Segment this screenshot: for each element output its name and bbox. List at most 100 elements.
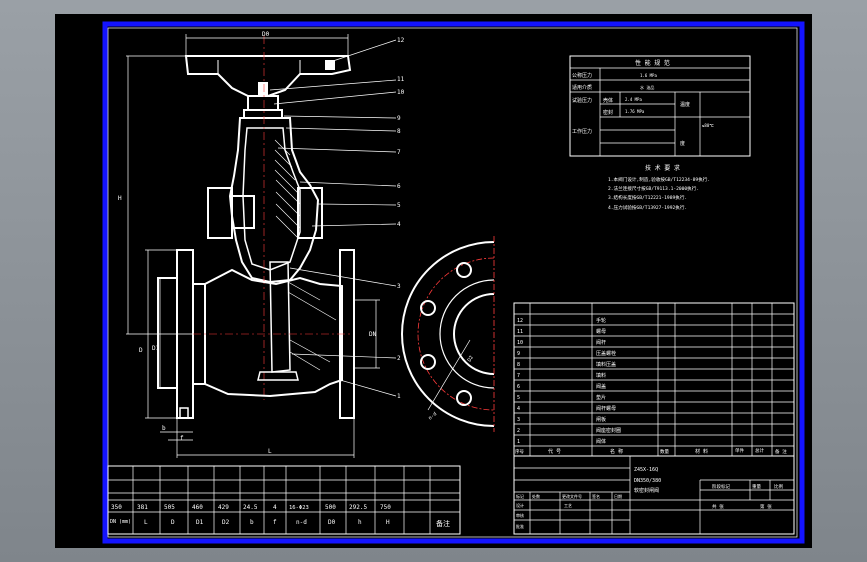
dim-hdr-b: b (250, 519, 254, 526)
tech-item-4: 4.压力试验按GB/T13927-1992执行. (608, 204, 687, 211)
parts-header-material: 材 料 (695, 448, 708, 455)
part-name-1: 阀体 (596, 438, 606, 445)
tb-stage: 阶段标记 (712, 483, 730, 490)
dim-val-l: 381 (137, 504, 148, 511)
tech-title: 技 术 要 求 (645, 164, 680, 172)
technical-requirements: 技 术 要 求 1.本阀门设计,制造,验收按GB/T12234-89执行. 2.… (608, 164, 710, 211)
perf-row1-value: 1.6 MPa (640, 73, 657, 78)
flange-dim-label: D2 (467, 355, 475, 363)
tech-item-1: 1.本阀门设计,制造,验收按GB/T12234-89执行. (608, 176, 710, 183)
perf-row4-right: ≤80℃ (702, 123, 714, 128)
perf-row3-value: 2.4 MPa (625, 97, 642, 102)
dim-val-dn: 350 (111, 504, 122, 511)
dim-val-d1: 460 (192, 504, 203, 511)
tb-model: Z45X-16Q (634, 467, 658, 473)
handwheel-nut (325, 60, 335, 70)
parts-list: 12 手轮 11 螺母 10 阀杆 9 压盖螺栓 8 填料压盖 7 填料 6 阀… (513, 302, 795, 457)
parts-header-total: 总计 (755, 447, 764, 454)
dim-hdr-dn: DN (mm) (110, 519, 131, 525)
dim-val-d0: 500 (325, 504, 336, 511)
tb-process: 工艺 (564, 503, 572, 508)
dim-dn-label: DN (369, 331, 377, 338)
dim-hdr-hh: H (386, 519, 390, 526)
balloon-2: 2 (397, 355, 401, 362)
perf-row5-label: 工作压力 (572, 128, 592, 135)
tb-name: 软密封闸阀 (634, 487, 659, 494)
tb-approve: 批准 (516, 523, 524, 529)
part-name-5: 垫片 (596, 394, 606, 401)
part-no-8: 8 (517, 362, 520, 368)
balloon-5: 5 (397, 202, 401, 209)
inner-border (107, 27, 798, 538)
balloon-8: 8 (397, 128, 401, 135)
handwheel (184, 55, 352, 97)
cad-viewport[interactable] (55, 14, 812, 548)
part-no-5: 5 (517, 395, 520, 401)
parts-header-note: 备 注 (775, 448, 787, 455)
perf-row3-right: 温度 (680, 101, 690, 108)
tb-spec: DN350/380 (634, 478, 661, 484)
tech-item-3: 3.结构长度按GB/T12221-1989执行. (608, 194, 687, 201)
part-name-3: 闸板 (596, 416, 606, 423)
dim-h-label: H (118, 195, 122, 202)
balloon-10: 10 (397, 89, 405, 96)
dim-table-note: 备注 (436, 519, 450, 528)
tb-label-count: 处数 (532, 493, 540, 499)
part-no-11: 11 (517, 329, 523, 335)
parts-header-qty: 数量 (660, 448, 669, 455)
dim-val-f: 4 (273, 504, 277, 511)
dim-hdr-d2: D2 (222, 519, 230, 526)
dim-val-hh: 750 (380, 504, 391, 511)
tb-label-sign: 签名 (592, 493, 600, 499)
part-no-2: 2 (517, 428, 520, 434)
perf-row2-value: 水 油品 (640, 84, 654, 90)
tb-check: 审核 (516, 512, 524, 518)
performance-table: 性 能 规 范 公称压力 1.6 MPa 适用介质 水 油品 试验压力 壳体 2… (569, 55, 751, 157)
flange-holes-label: n-d (427, 411, 438, 421)
parts-header-name: 名 称 (610, 448, 623, 455)
balloon-7: 7 (397, 149, 401, 156)
part-no-3: 3 (517, 417, 520, 423)
balloon-1: 1 (397, 393, 401, 400)
tb-weight: 重量 (752, 483, 761, 490)
valve-elevation: D0 H D D1 DN b f L (118, 31, 405, 458)
tb-label-mark: 标记 (516, 493, 524, 499)
perf-row4-sub: 密封 (603, 109, 613, 116)
dim-val-b: 24.5 (243, 504, 258, 511)
dim-f-label: f (180, 435, 184, 442)
parts-header-single: 单件 (735, 447, 744, 454)
dim-hdr-nd: n-d (296, 519, 307, 526)
part-name-8: 填料压盖 (596, 361, 616, 368)
perf-row3-sub: 壳体 (603, 97, 613, 104)
dim-b-label: b (162, 425, 166, 432)
parts-header-code: 代 号 (548, 448, 561, 455)
balloon-3: 3 (397, 283, 401, 290)
dim-hdr-d1: D1 (196, 519, 204, 526)
tech-item-2: 2.法兰连接尺寸按GB/T9113.1-2000执行. (608, 185, 699, 192)
dim-val-nd: 16-Φ23 (289, 505, 309, 511)
dim-val-d2: 429 (218, 504, 229, 511)
dim-top-label: D0 (262, 31, 270, 38)
tb-label-docno: 更改文件号 (562, 493, 582, 499)
perf-row4-value: 1.76 MPa (625, 109, 645, 114)
part-name-4: 阀杆螺母 (596, 405, 616, 412)
dim-hdr-l: L (144, 519, 148, 526)
balloon-9: 9 (397, 115, 401, 122)
dim-hdr-d: D (171, 519, 175, 526)
part-no-6: 6 (517, 384, 520, 390)
bonnet-bolt-right (297, 187, 323, 239)
dim-d1-label: D1 (152, 345, 160, 352)
tb-sheet: 共 张 (712, 503, 724, 510)
perf-row1-label: 公称压力 (572, 72, 592, 79)
tb-label-date: 日期 (614, 493, 622, 499)
perf-title: 性 能 规 范 (635, 59, 670, 67)
dim-hdr-f: f (273, 519, 277, 526)
dim-val-d: 505 (164, 504, 175, 511)
dim-hdr-h: h (358, 519, 362, 526)
part-no-10: 10 (517, 340, 523, 346)
perf-row3-label: 试验压力 (572, 97, 592, 104)
part-name-7: 填料 (596, 372, 606, 379)
balloon-12: 12 (397, 37, 405, 44)
